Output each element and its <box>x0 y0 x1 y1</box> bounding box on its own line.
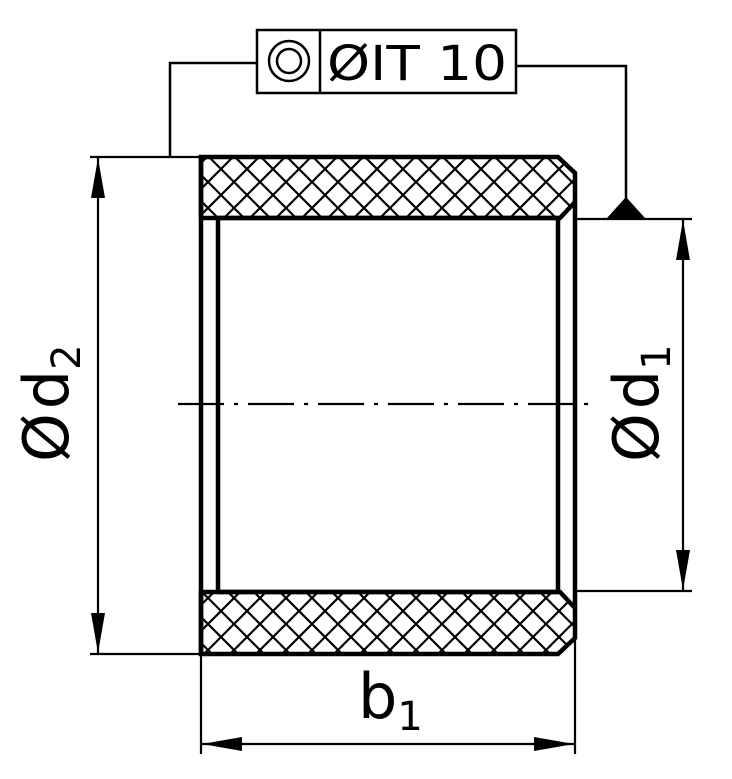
bushing-section <box>198 154 578 657</box>
datum-triangle <box>607 197 645 218</box>
tolerance-frame: ØIT 10 <box>255 28 518 95</box>
outer-diameter-label: Ød2 <box>10 344 90 462</box>
inner-diameter-label: Ød1 <box>600 344 680 462</box>
left-leader <box>168 61 257 158</box>
top-wall-hatch <box>198 154 578 221</box>
width-label: b1 <box>358 660 423 740</box>
concentricity-icon <box>267 39 311 83</box>
dimension-lines <box>91 158 690 751</box>
right-leader <box>516 64 628 200</box>
extension-lines <box>90 155 692 754</box>
bottom-wall-hatch <box>198 589 578 657</box>
tolerance-value: ØIT 10 <box>327 36 507 92</box>
leader-lines <box>168 61 628 200</box>
